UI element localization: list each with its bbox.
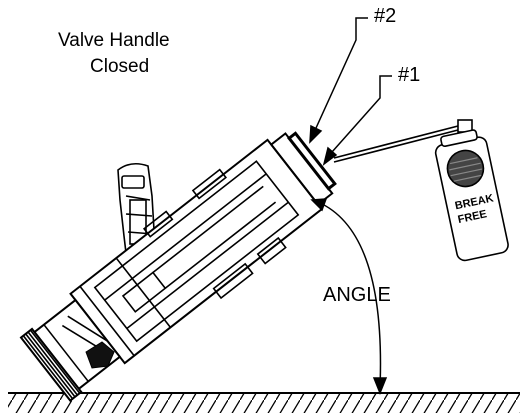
callout-1-leader [322,75,392,166]
title-line-2: Closed [90,56,150,77]
ground-surface [8,392,520,413]
spray-can: BREAK FREE [333,119,509,262]
spray-can-brand-line2: FREE [457,208,488,226]
title-line-1: Valve Handle [58,30,170,51]
angle-label: ANGLE [323,284,391,306]
callout-2-leader [309,17,368,144]
seat-detail [85,341,115,369]
callout-label-1: #1 [398,64,421,86]
angle-arc [310,198,388,396]
callout-label-2: #2 [374,5,397,27]
nozzle-body [19,131,337,402]
